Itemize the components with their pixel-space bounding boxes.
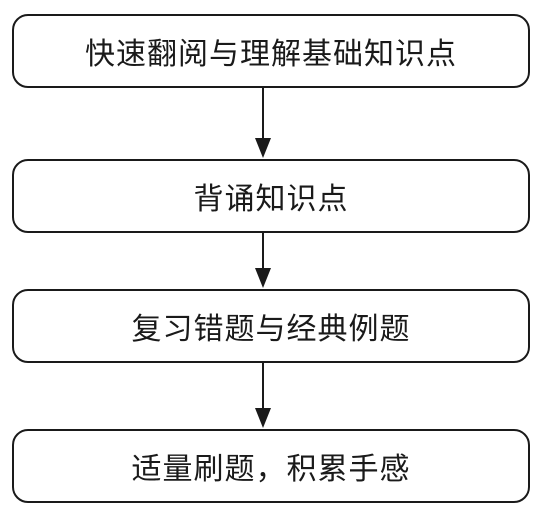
flow-step-3: 复习错题与经典例题 xyxy=(12,289,530,363)
flow-step-1-label: 快速翻阅与理解基础知识点 xyxy=(85,37,457,72)
flow-step-2-label: 背诵知识点 xyxy=(193,182,349,217)
flow-arrow-1 xyxy=(253,88,273,159)
flow-step-2: 背诵知识点 xyxy=(12,159,530,233)
arrow-down-icon xyxy=(255,363,271,428)
flow-step-4-label: 适量刷题，积累手感 xyxy=(131,452,411,487)
arrow-down-icon xyxy=(255,233,271,288)
flow-arrow-3 xyxy=(253,363,273,429)
flow-step-3-label: 复习错题与经典例题 xyxy=(131,312,411,347)
arrow-down-icon xyxy=(255,88,271,158)
flow-step-1: 快速翻阅与理解基础知识点 xyxy=(12,14,530,88)
flow-step-4: 适量刷题，积累手感 xyxy=(12,429,530,503)
flow-arrow-2 xyxy=(253,233,273,289)
